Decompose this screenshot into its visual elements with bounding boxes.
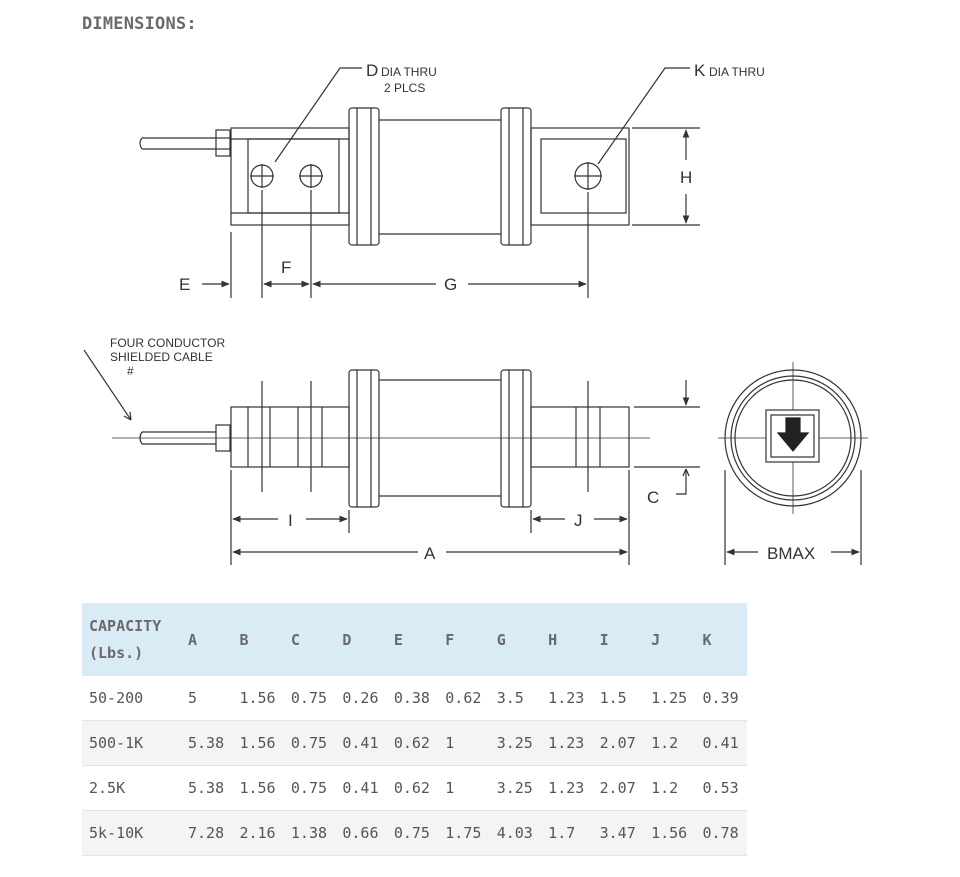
table-cell: 50-200 [82, 676, 181, 721]
column-header: G [489, 603, 542, 676]
table-cell: 1.23 [541, 765, 593, 811]
label-f: F [281, 258, 291, 277]
end-view [718, 362, 868, 565]
column-header: H [541, 603, 593, 676]
callout-d-letter: D [366, 61, 378, 80]
table-cell: 0.53 [695, 765, 747, 811]
table-cell: 1 [438, 765, 490, 811]
callout-k-letter: K [694, 61, 706, 80]
table-cell: 3.47 [592, 810, 645, 856]
table-cell: 0.78 [695, 810, 747, 856]
column-header: B [232, 603, 284, 676]
table-cell: 0.66 [335, 810, 387, 856]
table-cell: 0.62 [438, 676, 490, 721]
label-bmax: BMAX [767, 544, 815, 563]
callout-d-sub: 2 PLCS [384, 81, 425, 95]
table-cell: 0.39 [695, 676, 747, 721]
table-cell: 0.38 [386, 676, 439, 721]
cable-label-line2: SHIELDED CABLE [110, 350, 213, 364]
table-cell: 3.5 [489, 676, 542, 721]
table-cell: 1 [438, 720, 490, 766]
table-cell: 3.25 [489, 720, 542, 766]
table-cell: 4.03 [489, 810, 542, 856]
table-cell: 0.41 [695, 720, 747, 766]
column-header: K [695, 603, 747, 676]
label-g: G [444, 275, 457, 294]
table-row: 500-1K 5.38 1.56 0.75 0.41 0.62 1 3.25 1… [82, 720, 747, 766]
table-header-row: CAPACITY (Lbs.) A B C D E F G H I J K [82, 603, 747, 676]
table-cell: 1.56 [644, 810, 696, 856]
column-header: D [335, 603, 387, 676]
table-cell: 5 [181, 676, 233, 721]
column-header: C [283, 603, 336, 676]
callout-d-text: DIA THRU [381, 65, 437, 79]
top-view [139, 67, 700, 298]
table-cell: 2.5K [82, 765, 181, 811]
table-cell: 500-1K [82, 720, 181, 766]
table-row: 2.5K 5.38 1.56 0.75 0.41 0.62 1 3.25 1.2… [82, 765, 747, 811]
table-cell: 0.26 [335, 676, 387, 721]
table-cell: 1.2 [644, 720, 696, 766]
table-row: 5k-10K 7.28 2.16 1.38 0.66 0.75 1.75 4.0… [82, 810, 747, 856]
table-cell: 0.75 [283, 765, 336, 811]
table-cell: 1.5 [592, 676, 645, 721]
dimensions-table: CAPACITY (Lbs.) A B C D E F G H I J K 50… [82, 603, 747, 856]
column-header: E [386, 603, 439, 676]
cable-label-line1: FOUR CONDUCTOR [110, 336, 225, 350]
table-cell: 1.23 [541, 676, 593, 721]
table-cell: 1.23 [541, 720, 593, 766]
label-a: A [424, 544, 436, 563]
label-i: I [288, 511, 293, 530]
table-cell: 1.7 [541, 810, 593, 856]
table-cell: 2.16 [232, 810, 284, 856]
side-view [83, 349, 700, 565]
column-header: A [181, 603, 233, 676]
table-cell: 7.28 [181, 810, 233, 856]
cable-mark: # [127, 364, 134, 378]
capacity-header-line2: (Lbs.) [89, 643, 144, 662]
table-row: 50-200 5 1.56 0.75 0.26 0.38 0.62 3.5 1.… [82, 676, 747, 721]
dimensions-heading: DIMENSIONS: [82, 14, 197, 34]
table-cell: 5.38 [181, 720, 233, 766]
load-cell-dimension-drawing: D DIA THRU 2 PLCS K DIA THRU H E F G FOU… [83, 61, 868, 565]
capacity-header: CAPACITY (Lbs.) [82, 603, 181, 676]
table-cell: 0.75 [386, 810, 439, 856]
table-cell: 0.62 [386, 765, 439, 811]
table-cell: 3.25 [489, 765, 542, 811]
table-cell: 5k-10K [82, 810, 181, 856]
table-cell: 1.38 [283, 810, 336, 856]
table-cell: 0.75 [283, 676, 336, 721]
callout-k-text: DIA THRU [709, 65, 765, 79]
column-header: F [438, 603, 490, 676]
table-cell: 0.41 [335, 720, 387, 766]
table-cell: 2.07 [592, 765, 645, 811]
label-e: E [179, 275, 190, 294]
table-cell: 0.75 [283, 720, 336, 766]
table-cell: 1.56 [232, 676, 284, 721]
table-cell: 1.75 [438, 810, 490, 856]
table-cell: 0.41 [335, 765, 387, 811]
table-cell: 0.62 [386, 720, 439, 766]
label-c: C [647, 488, 659, 507]
table-cell: 5.38 [181, 765, 233, 811]
table-cell: 1.2 [644, 765, 696, 811]
table-cell: 2.07 [592, 720, 645, 766]
label-h: H [680, 168, 692, 187]
column-header: I [592, 603, 645, 676]
label-j: J [574, 511, 583, 530]
table-cell: 1.25 [644, 676, 696, 721]
capacity-header-line1: CAPACITY [89, 616, 162, 635]
table-cell: 1.56 [232, 720, 284, 766]
table-cell: 1.56 [232, 765, 284, 811]
column-header: J [644, 603, 696, 676]
